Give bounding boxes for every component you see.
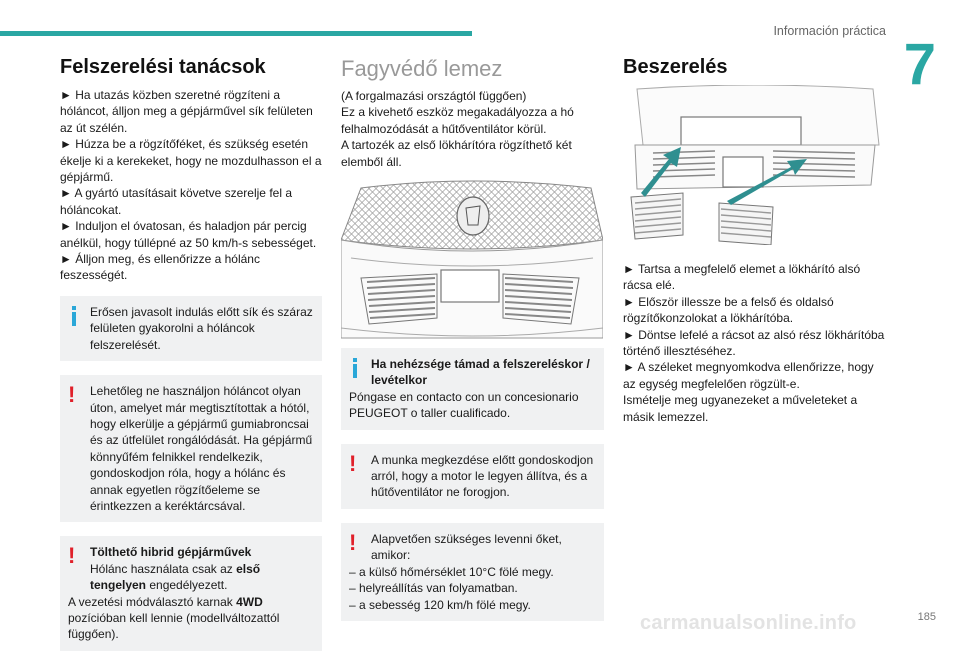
paragraph: ► Tartsa a megfelelő elemet a lökhárító … xyxy=(623,262,861,293)
paragraph: ► A gyártó utasításait követve szerelje … xyxy=(60,186,292,217)
paragraph: ► Először illessze be a felső és oldalsó… xyxy=(623,294,834,326)
info-icon xyxy=(349,358,363,379)
paragraph: ► A széleket megnyomkodva ellenőrizze, h… xyxy=(623,360,874,391)
warning-box-removal: ! Alapvetően szükséges levenni őket, ami… xyxy=(341,522,604,621)
info-text: Póngase en contacto con un concesionario… xyxy=(349,389,579,421)
paragraph: Ez a kivehető eszköz megakadályozza a hó… xyxy=(341,105,574,136)
info-text: Erősen javasolt indulás előtt sík és szá… xyxy=(90,304,313,352)
header-accent-bar xyxy=(0,31,472,36)
grille-illustration-svg xyxy=(341,180,603,339)
chapter-number: 7 xyxy=(903,32,936,97)
column-frost-shield: Fagyvédő lemez (A forgalmazási országtól… xyxy=(341,56,604,621)
paragraph: A tartozék az első lökhárítóra rögzíthet… xyxy=(341,138,572,169)
warning-box: ! Lehetőleg ne használjon hóláncot olyan… xyxy=(60,375,322,523)
info-box: Ha nehézsége támad a felszereléskor / le… xyxy=(341,348,604,430)
warning-box: ! A munka megkezdése előtt gondoskodjon … xyxy=(341,443,604,509)
heading-installation: Beszerelés xyxy=(623,56,728,78)
list-item: – a külső hőmérséklet 10°C fölé megy. xyxy=(349,564,554,579)
info-box: Erősen javasolt indulás előtt sík és szá… xyxy=(60,295,322,362)
paragraph: ► Húzza be a rögzítőféket, és szükség es… xyxy=(60,137,322,185)
paragraph: ► Ha utazás közben szeretné rögzíteni a … xyxy=(60,88,313,135)
warning-line: A vezetési módválasztó karnak 4WD pozíci… xyxy=(68,594,280,642)
warning-icon: ! xyxy=(349,450,357,476)
installation-illustration-svg xyxy=(630,85,880,245)
paragraph: (A forgalmazási országtól függően) xyxy=(341,89,527,103)
section-title: Información práctica xyxy=(773,24,886,38)
warning-icon: ! xyxy=(349,529,357,555)
warning-title: Tölthető hibrid gépjárművek xyxy=(90,545,252,560)
list-item: – a sebesség 120 km/h fölé megy. xyxy=(349,597,531,612)
car-front-grille-illustration xyxy=(341,178,603,343)
warning-icon: ! xyxy=(68,543,76,569)
info-title: Ha nehézsége támad a felszereléskor / le… xyxy=(371,357,590,388)
warning-text: Lehetőleg ne használjon hóláncot olyan ú… xyxy=(90,384,313,513)
page-number: 185 xyxy=(917,611,936,623)
column-mounting-tips: Felszerelési tanácsok ► Ha utazás közben… xyxy=(60,56,322,651)
list-item: – helyreállítás van folyamatban. xyxy=(349,581,518,596)
warning-line: Hólánc használata csak az első tengelyen… xyxy=(90,561,261,593)
warning-text: A munka megkezdése előtt gondoskodjon ar… xyxy=(371,452,594,500)
column-installation: Beszerelés xyxy=(623,56,885,425)
paragraph: ► Induljon el óvatosan, és haladjon pár … xyxy=(60,219,317,250)
paragraph: Ismételje meg ugyanezeket a műveleteket … xyxy=(623,393,858,424)
paragraph: ► Döntse lefelé a rácsot az alsó rész lö… xyxy=(623,327,885,359)
info-icon xyxy=(68,305,82,326)
warning-icon: ! xyxy=(68,382,76,408)
installation-steps: ► Tartsa a megfelelő elemet a lökhárító … xyxy=(623,261,885,425)
watermark: carmanualsonline.info xyxy=(640,612,857,634)
paragraph: ► Álljon meg, és ellenőrizze a hólánc fe… xyxy=(60,252,260,283)
warning-title: Alapvetően szükséges levenni őket, amiko… xyxy=(371,531,562,563)
warning-box-hybrid: ! Tölthető hibrid gépjárművek Hólánc has… xyxy=(60,536,322,651)
heading-frost-shield: Fagyvédő lemez xyxy=(341,56,503,81)
installation-illustration xyxy=(623,85,885,245)
heading-mounting-tips: Felszerelési tanácsok xyxy=(60,56,266,78)
